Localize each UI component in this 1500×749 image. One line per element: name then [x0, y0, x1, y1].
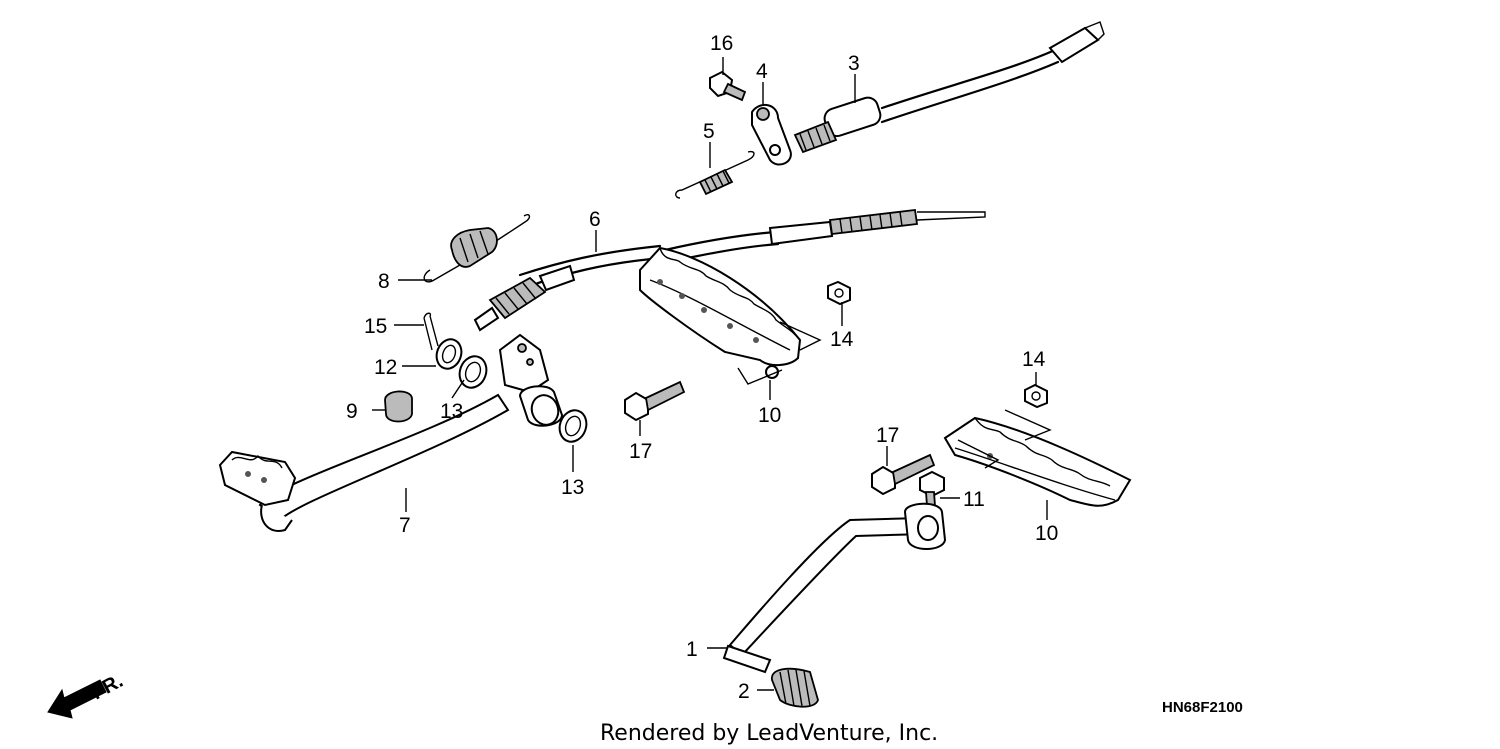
part-10-footpeg-upper[interactable] [639, 246, 802, 379]
part-7-brake-pedal[interactable] [218, 333, 564, 532]
callout-4[interactable]: 4 [756, 60, 768, 83]
callout-13-lower[interactable]: 13 [561, 476, 584, 499]
callout-1[interactable]: 1 [686, 638, 698, 661]
part-6-brake-cable[interactable] [473, 209, 986, 332]
part-12-washer[interactable] [433, 336, 466, 372]
callout-6[interactable]: 6 [589, 208, 601, 231]
part-5-spring[interactable] [675, 150, 755, 199]
callout-14-upper[interactable]: 14 [830, 328, 854, 351]
diagram-code: HN68F2100 [1162, 699, 1243, 716]
part-2-shift-rubber[interactable] [771, 667, 819, 708]
part-9-collar[interactable] [384, 390, 413, 423]
part-8-spring[interactable] [423, 213, 531, 283]
callout-2[interactable]: 2 [738, 680, 750, 703]
callout-16[interactable]: 16 [710, 32, 733, 55]
part-14-nut-lower[interactable] [1024, 383, 1048, 409]
footer-credit: Rendered by LeadVenture, Inc. [600, 721, 938, 746]
callout-7[interactable]: 7 [399, 514, 411, 537]
callout-10-upper[interactable]: 10 [758, 404, 781, 427]
arrow-left-icon [47, 679, 107, 719]
callout-11[interactable]: 11 [963, 488, 985, 511]
front-direction-arrow: FR. [47, 670, 127, 719]
leader-lines [372, 57, 1052, 691]
callout-labels: 16 4 3 5 6 8 15 12 9 13 13 7 17 10 14 14… [346, 32, 1058, 703]
part-14-nut-upper[interactable] [827, 280, 851, 306]
callout-12[interactable]: 12 [374, 356, 397, 379]
part-17-bolt-upper[interactable] [624, 380, 686, 422]
callout-10-lower[interactable]: 10 [1035, 522, 1058, 545]
part-1-gearshift-lever[interactable] [722, 502, 947, 674]
callout-15[interactable]: 15 [364, 315, 387, 338]
part-3-stop-switch[interactable] [793, 21, 1105, 154]
callout-17-lower[interactable]: 17 [876, 424, 899, 447]
part-10-footpeg-lower[interactable] [943, 416, 1132, 507]
direction-label: FR. [88, 670, 127, 705]
callout-14-lower[interactable]: 14 [1022, 348, 1046, 371]
part-16-bolt[interactable] [709, 70, 747, 102]
callout-8[interactable]: 8 [378, 270, 390, 293]
part-17-bolt-lower[interactable] [871, 453, 936, 496]
part-13-seal-lower[interactable] [555, 407, 590, 446]
callout-17-upper[interactable]: 17 [629, 440, 652, 463]
callout-13-upper[interactable]: 13 [440, 400, 463, 423]
callout-9[interactable]: 9 [346, 400, 358, 423]
part-15-cotter-pin[interactable] [423, 312, 439, 351]
callout-5[interactable]: 5 [703, 120, 715, 143]
callout-3[interactable]: 3 [848, 52, 860, 75]
part-4-bracket[interactable] [751, 103, 792, 166]
part-13-seal-upper[interactable] [455, 353, 490, 392]
